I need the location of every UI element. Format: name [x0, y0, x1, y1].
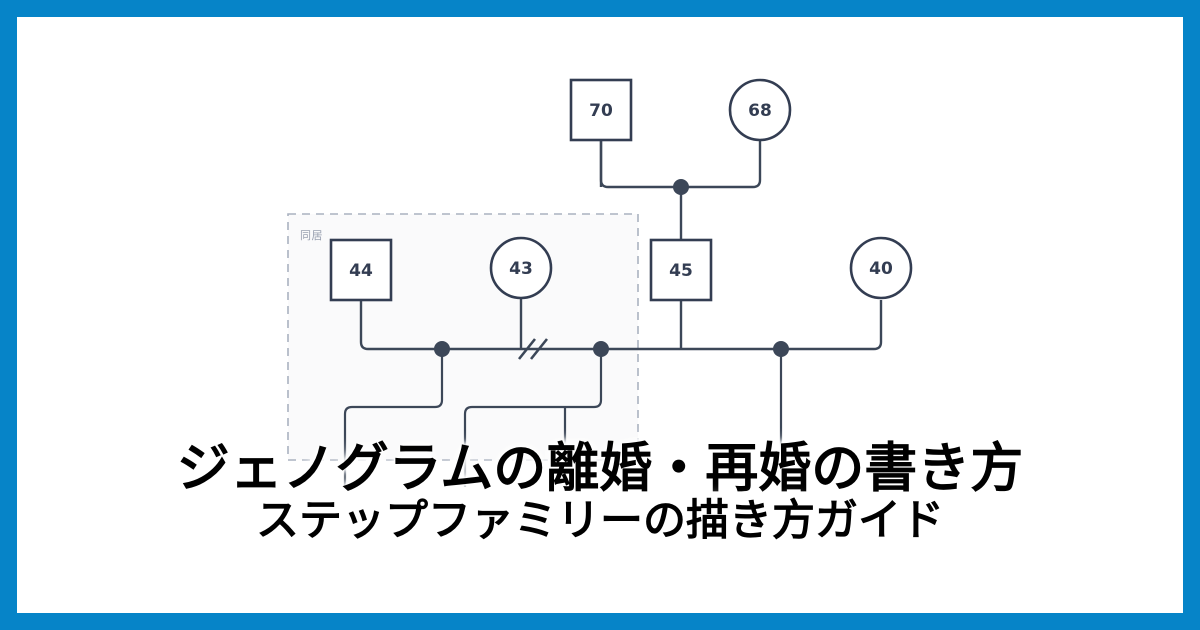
person-age-44: 44: [349, 261, 373, 281]
link-40-elbow: [781, 300, 883, 351]
link-70-elbow: [599, 140, 681, 189]
link-44-elbow: [359, 300, 442, 351]
person-node-43[interactable]: [489, 236, 553, 300]
person-node-45[interactable]: [649, 238, 713, 302]
person-age-45: 45: [669, 261, 693, 281]
genogram-canvas: 70 68 44 43 45: [17, 17, 1183, 613]
person-node-40[interactable]: [849, 236, 913, 300]
person-node-70[interactable]: [569, 78, 633, 142]
person-age-43: 43: [509, 259, 533, 279]
genogram-svg: 70 68 44 43 45: [287, 78, 913, 487]
child-link-b: [463, 349, 603, 487]
person-age-68: 68: [748, 101, 772, 121]
child-link-a: [343, 349, 444, 487]
divorce-slash-marks: [517, 338, 549, 360]
link-68-elbow: [681, 140, 762, 189]
person-node-44[interactable]: [329, 238, 393, 302]
person-age-40: 40: [869, 259, 893, 279]
person-node-68[interactable]: [728, 78, 792, 142]
person-age-70: 70: [589, 101, 613, 121]
